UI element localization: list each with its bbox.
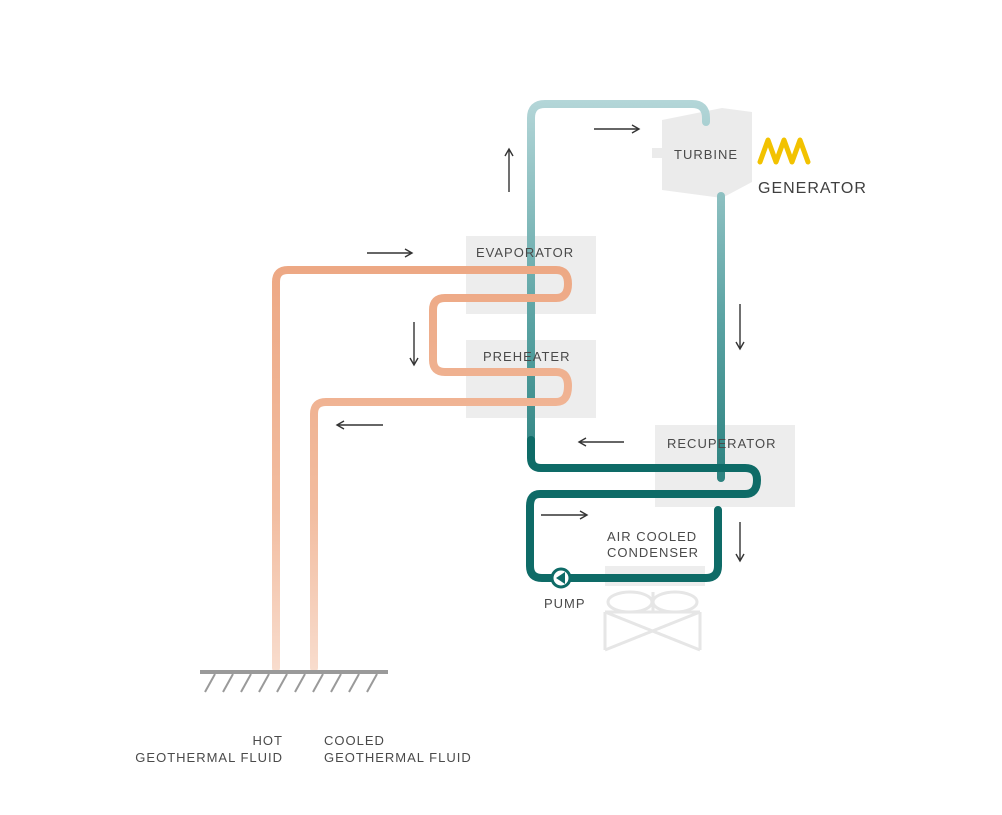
arrow-right-icon	[594, 124, 641, 134]
preheater-label: PREHEATER	[483, 349, 571, 364]
hot-fluid-label-line2: GEOTHERMAL FLUID	[135, 750, 283, 765]
arrow-right-icon	[541, 510, 589, 520]
pump-label: PUMP	[544, 596, 586, 611]
cooled-fluid-label-line2: GEOTHERMAL FLUID	[324, 750, 472, 765]
arrow-down-icon	[735, 522, 745, 563]
turbine-label: TURBINE	[674, 147, 738, 162]
pump-icon	[550, 567, 572, 589]
hot-fluid-label-line1: HOT	[253, 733, 283, 748]
arrow-left-icon	[577, 437, 624, 447]
condenser-label-line1: AIR COOLED	[607, 529, 697, 544]
cooled-fluid-label-line1: COOLED	[324, 733, 385, 748]
ground-icon	[200, 670, 388, 693]
condenser-label-line2: CONDENSER	[607, 545, 699, 560]
flow-arrows	[335, 124, 745, 563]
arrow-left-icon	[335, 420, 383, 430]
arrow-down-icon	[735, 304, 745, 351]
generator-label: GENERATOR	[758, 180, 867, 197]
geothermal-loop	[272, 266, 572, 672]
generator-icon	[757, 137, 811, 165]
evaporator-label: EVAPORATOR	[476, 245, 574, 260]
arrow-down-icon	[409, 322, 419, 367]
arrow-right-icon	[367, 248, 414, 258]
condenser-fan	[603, 590, 702, 652]
working-fluid-loop	[526, 100, 761, 582]
recuperator-label: RECUPERATOR	[667, 436, 776, 451]
turbine-shape	[662, 108, 752, 198]
turbine-shaft	[652, 148, 666, 158]
arrow-up-icon	[504, 147, 514, 192]
